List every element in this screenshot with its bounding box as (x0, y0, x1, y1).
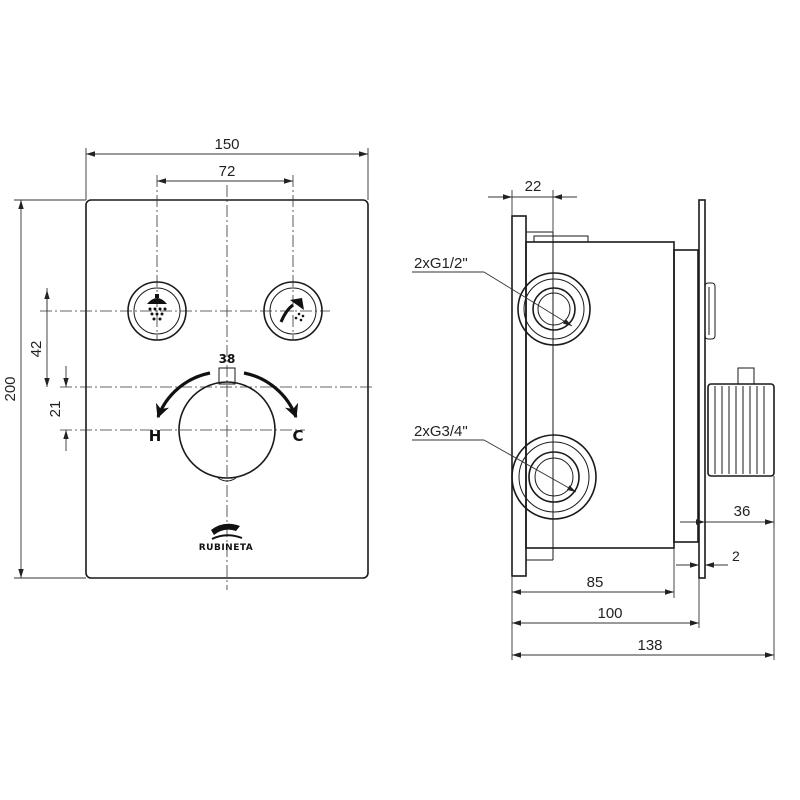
upper-port (517, 272, 591, 346)
lower-port (511, 434, 597, 520)
side-view: 2xG1/2" 2xG3/4" 22 36 2 85 100 138 (412, 178, 775, 660)
dim-body-depth-100-label: 100 (597, 605, 622, 622)
shower-button[interactable] (127, 281, 187, 341)
rubineta-logo: RUBINETA (199, 523, 254, 553)
cold-arrow-arc (243, 371, 299, 419)
dim-height-label: 200 (2, 376, 19, 401)
mounting-flange (511, 215, 527, 577)
temperature-mark: 38 (219, 352, 236, 366)
thermostatic-knob[interactable] (178, 367, 276, 482)
dim-inlet-offset-label: 22 (525, 178, 542, 195)
svg-text:RUBINETA: RUBINETA (199, 543, 254, 553)
lower-port-callout: 2xG3/4" (414, 423, 468, 440)
button-profile (704, 282, 716, 340)
dim-button-height-label: 42 (28, 341, 45, 358)
dim-button-spacing-label: 72 (219, 163, 236, 180)
shower-head-icon (147, 294, 167, 321)
hand-shower-icon (279, 298, 305, 323)
front-view: 38 H C RUBINETA 150 72 200 42 21 (2, 136, 375, 590)
hot-arrow-arc (155, 371, 211, 419)
knob-profile[interactable] (707, 367, 775, 477)
hand-shower-button[interactable] (263, 281, 323, 341)
dim-knob-offset-label: 21 (47, 401, 64, 418)
cold-label: C (292, 427, 303, 445)
upper-port-callout: 2xG1/2" (414, 255, 468, 272)
hot-label: H (149, 427, 162, 445)
dim-width-label: 150 (214, 136, 239, 153)
dim-body-depth-85-label: 85 (587, 574, 604, 591)
front-housing (673, 249, 699, 543)
cover-plate (698, 199, 706, 579)
dim-plate-thickness-label: 2 (732, 548, 740, 564)
dim-knob-depth-label: 36 (734, 503, 751, 520)
dim-total-depth-label: 138 (637, 637, 662, 654)
